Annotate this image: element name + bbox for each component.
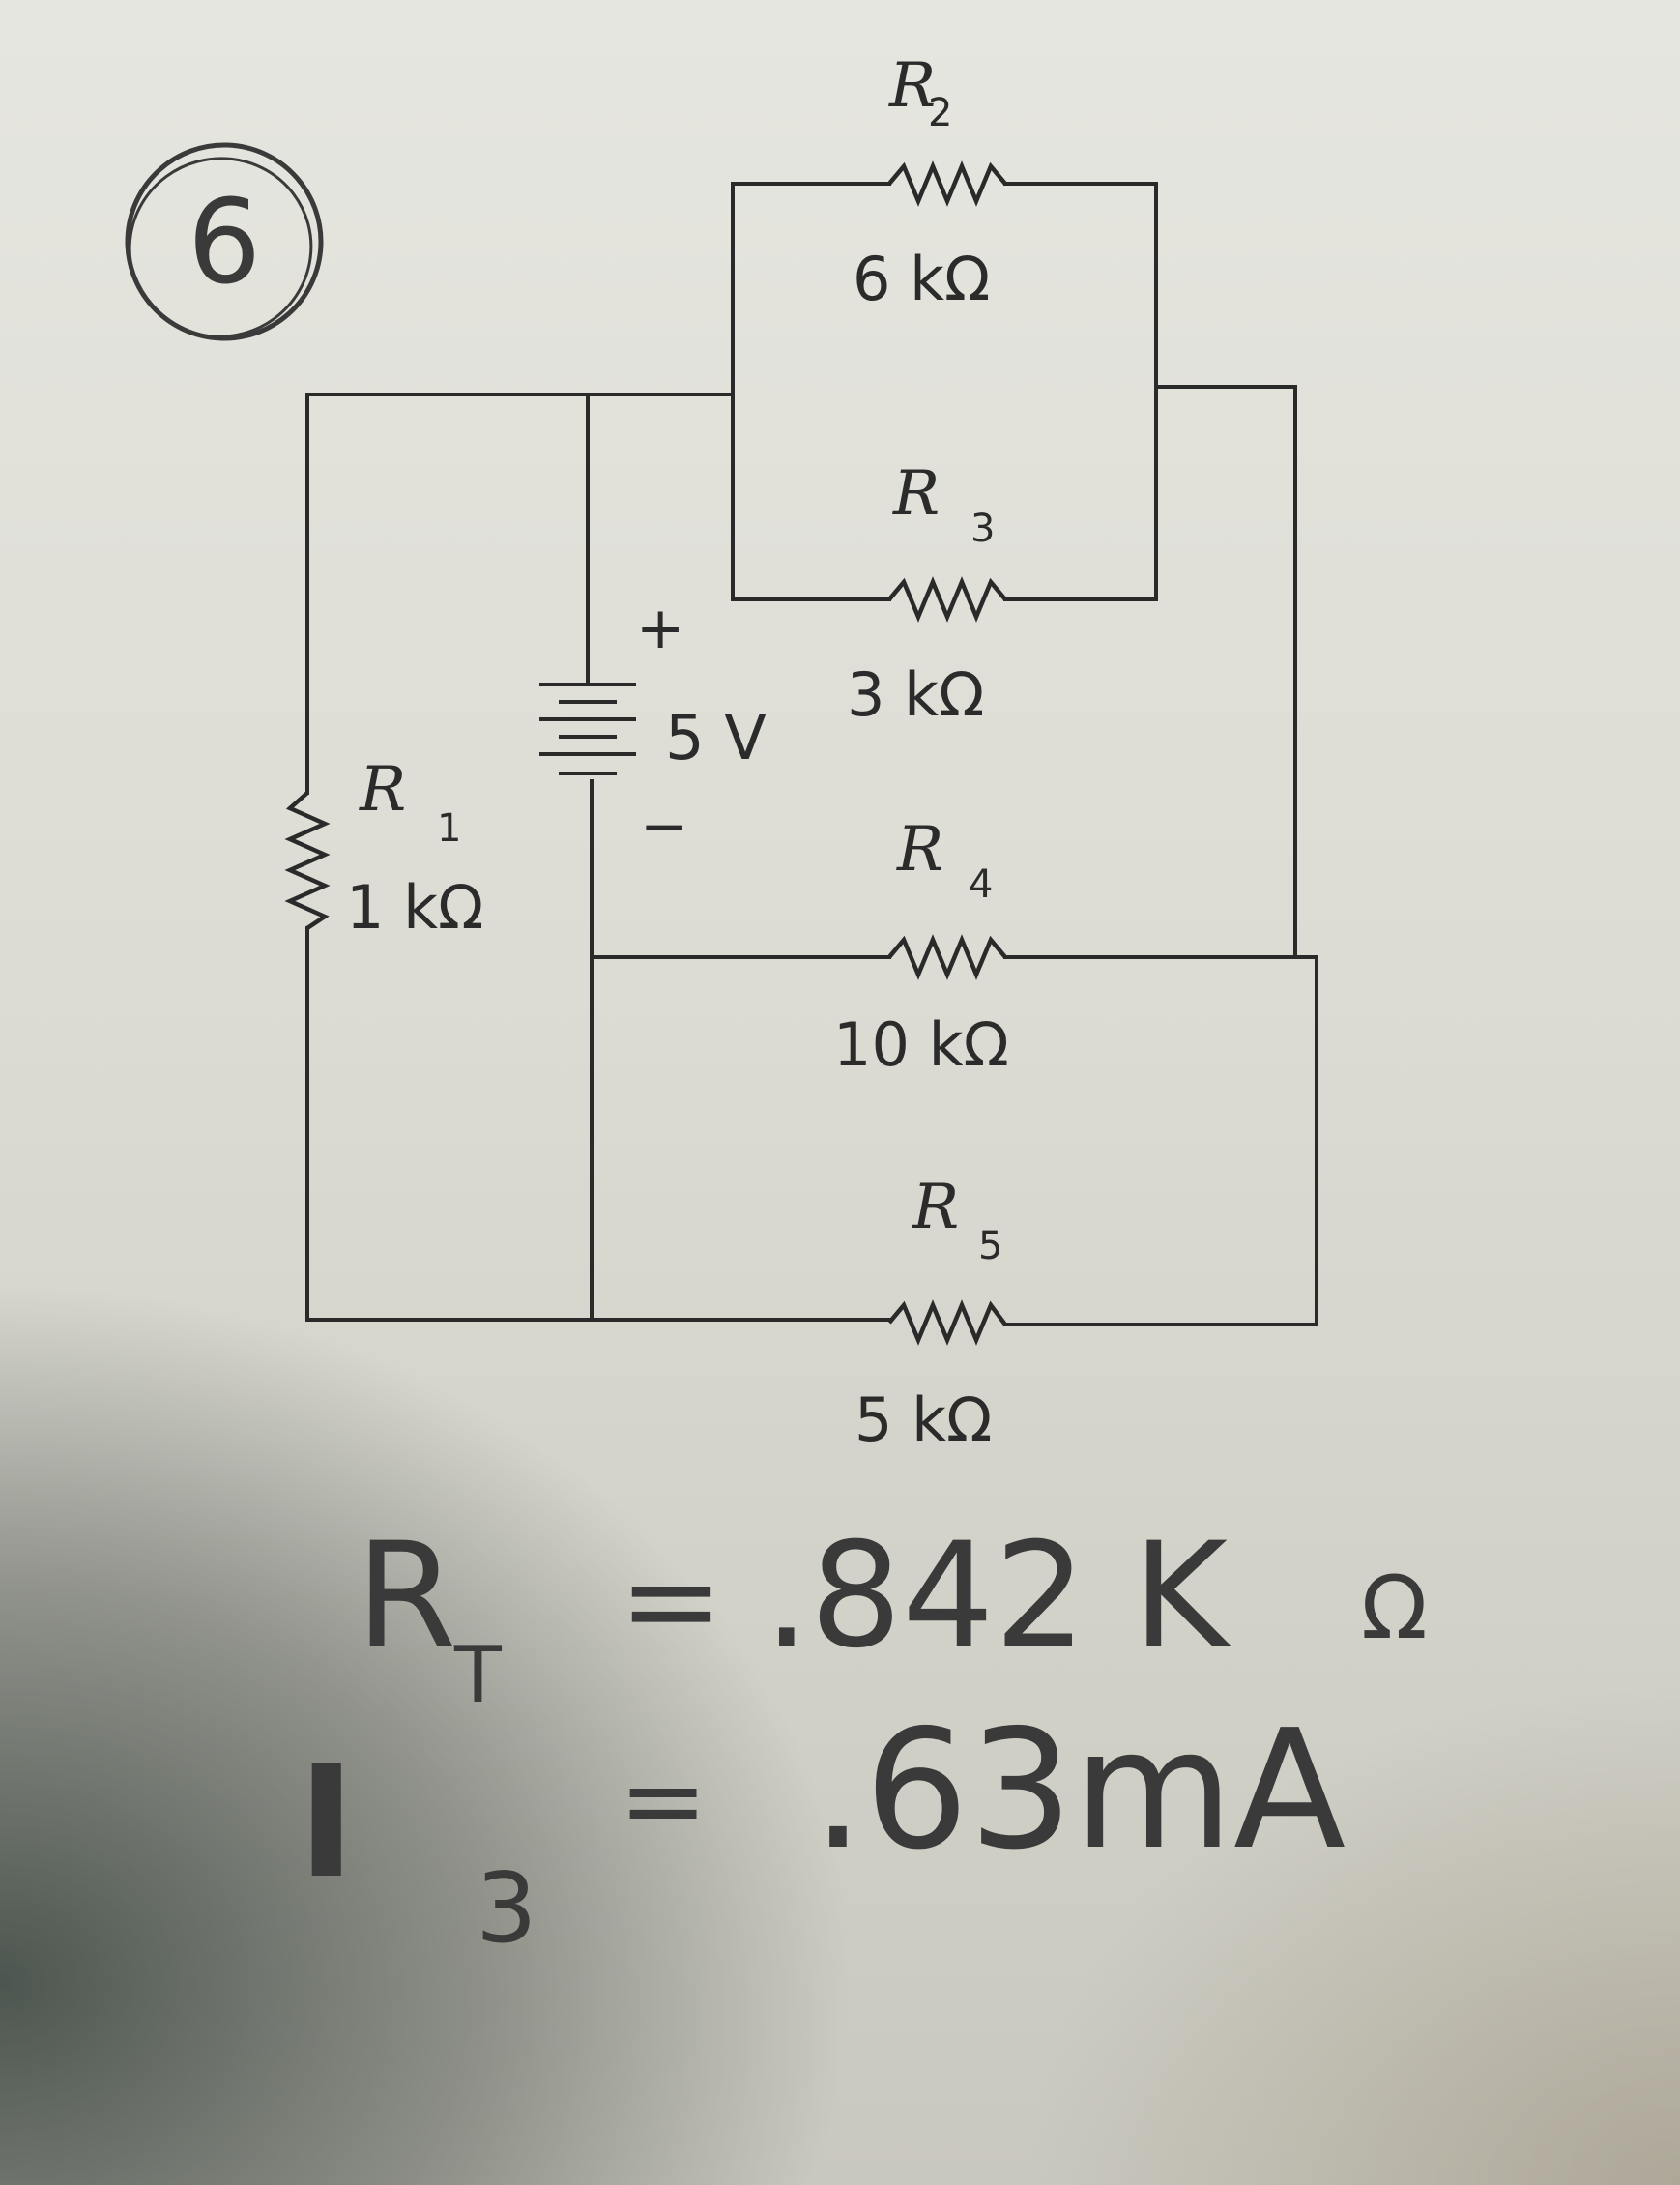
i3-symbol: I <box>298 1732 356 1912</box>
r1-name: R <box>359 754 406 826</box>
r1-subscript: 1 <box>437 806 461 851</box>
r2-name: R <box>888 50 936 122</box>
circuit-wires <box>305 182 1318 1326</box>
r5-label: R 5 <box>912 1172 1002 1268</box>
r5-subscript: 5 <box>978 1224 1002 1268</box>
i3-equals: = <box>619 1738 708 1862</box>
rt-unit: Ω <box>1361 1558 1428 1659</box>
r1-value: 1 kΩ <box>346 872 483 943</box>
battery-minus-sign: − <box>640 793 688 860</box>
battery-voltage-label: 5 V <box>665 703 767 774</box>
r4-label: R 4 <box>896 814 993 907</box>
r4-name: R <box>896 814 943 886</box>
rt-value: .842 K <box>764 1512 1231 1680</box>
resistor-r3-symbol <box>887 576 1007 623</box>
rt-subscript: T <box>453 1630 503 1720</box>
r2-label: R 2 <box>888 50 952 135</box>
r3-name: R <box>892 458 940 530</box>
problem-number-text: 6 <box>188 176 261 310</box>
r1-label: R 1 <box>359 754 461 851</box>
i3-value: .63mA <box>812 1695 1346 1886</box>
r5-name: R <box>912 1172 959 1243</box>
problem-number: 6 <box>125 142 324 341</box>
rt-equals: = <box>619 1527 724 1674</box>
r2-subscript: 2 <box>928 91 952 135</box>
r2-value: 6 kΩ <box>853 244 990 314</box>
battery-symbol <box>539 683 636 775</box>
r3-value: 3 kΩ <box>847 659 984 730</box>
r4-value: 10 kΩ <box>833 1009 1009 1080</box>
r3-subscript: 3 <box>970 507 995 551</box>
r5-value: 5 kΩ <box>854 1384 992 1455</box>
resistor-r2-symbol <box>887 160 1007 207</box>
r4-subscript: 4 <box>969 862 993 907</box>
battery-plus-sign: + <box>636 595 684 662</box>
r3-label: R 3 <box>892 458 995 551</box>
answer-total-resistance: R T = .842 K Ω <box>356 1512 1428 1720</box>
i3-subscript: 3 <box>476 1851 537 1965</box>
answer-current-i3: I 3 = .63mA <box>298 1695 1346 1965</box>
resistor-r4-symbol <box>887 934 1007 980</box>
resistor-r5-symbol <box>887 1299 1007 1346</box>
rt-symbol: R <box>356 1512 456 1680</box>
resistor-r1-symbol <box>284 791 331 930</box>
